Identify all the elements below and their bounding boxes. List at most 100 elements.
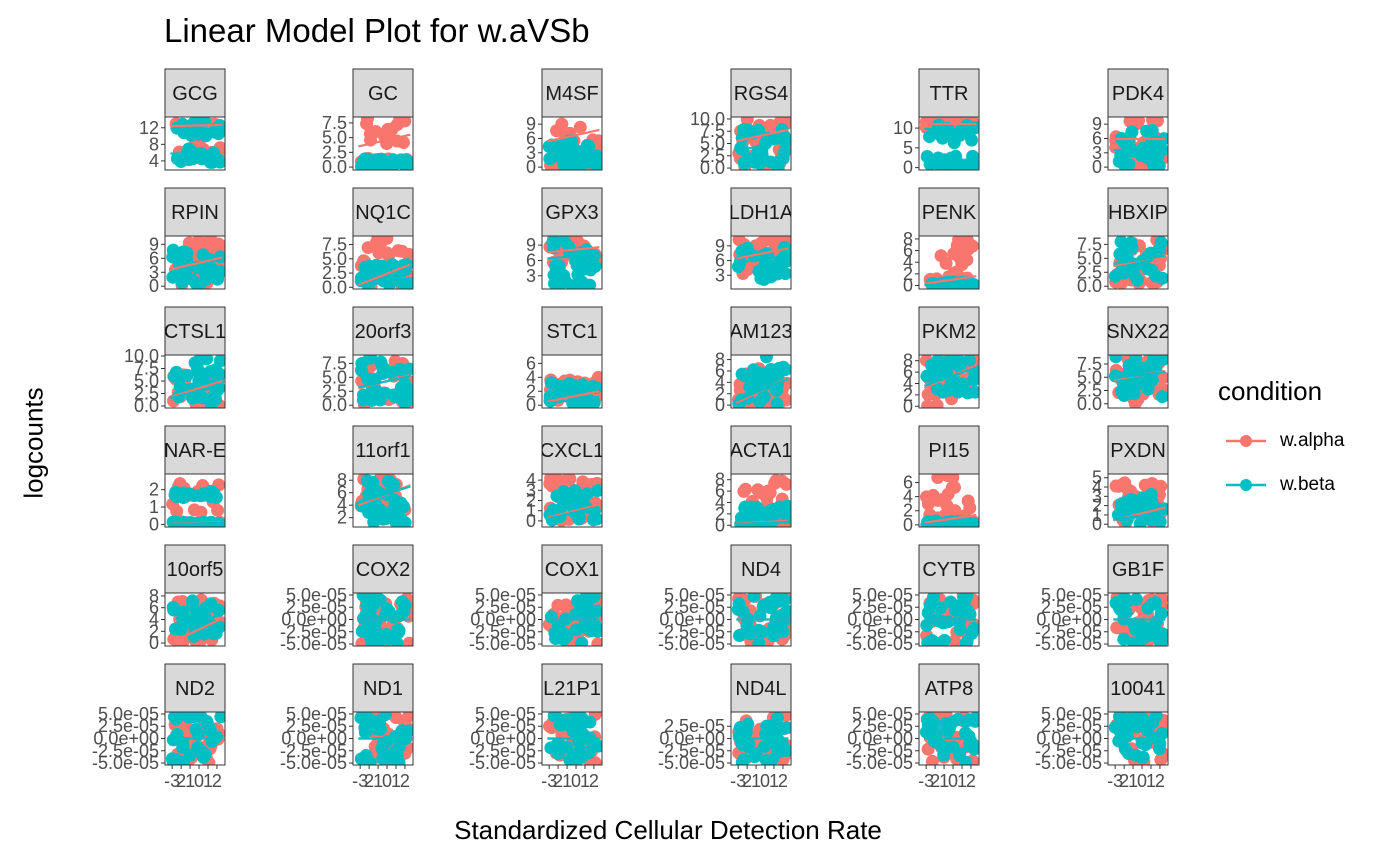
point-w-alpha	[398, 117, 412, 128]
y-tick-label: 0	[1092, 514, 1102, 534]
facet-panel: ND4-5.0e-05-2.5e-050.0e+002.5e-055.0e-05	[658, 544, 792, 654]
point-w-alpha	[1145, 477, 1159, 491]
facet-strip-label: GB1F	[1112, 559, 1164, 581]
x-tick-label: 1	[580, 771, 590, 791]
point-w-beta	[770, 610, 784, 624]
facet-strip: PXDN	[1107, 425, 1169, 475]
y-tick-label: 2.5e-05	[286, 597, 347, 617]
facet-strip-bg	[918, 663, 980, 713]
facet-strip: M4SF	[541, 68, 603, 118]
x-tick-label: 0	[760, 771, 770, 791]
fit-line-w-beta	[358, 277, 411, 288]
facet-strip: SNX22	[1107, 306, 1169, 356]
x-tick-label: -3	[352, 771, 368, 791]
point-w-beta	[380, 506, 394, 520]
y-tick-label: 0	[149, 276, 159, 296]
point-w-beta	[1150, 615, 1164, 629]
point-w-beta	[764, 363, 778, 377]
facet-strip-label: ND4	[741, 559, 781, 581]
panel-marks	[354, 474, 412, 527]
x-tick-label: 2	[966, 771, 976, 791]
panel-marks	[169, 117, 225, 169]
panel-marks	[166, 236, 225, 289]
point-w-beta	[391, 625, 405, 639]
point-w-beta	[1155, 726, 1168, 740]
facet-strip-label: PDK4	[1112, 83, 1164, 105]
y-tick-label: 1	[149, 497, 159, 517]
point-w-beta	[354, 363, 368, 377]
point-w-beta	[754, 366, 768, 380]
panel-marks	[165, 712, 225, 765]
point-w-beta	[355, 624, 369, 638]
point-w-beta	[966, 373, 979, 387]
panel-border	[352, 592, 414, 647]
point-w-beta	[962, 355, 976, 367]
fit-line-w-alpha	[736, 128, 789, 143]
point-w-beta	[758, 254, 772, 268]
panel-marks	[1109, 593, 1168, 646]
point-w-beta	[356, 388, 370, 402]
y-tick-label: 0	[526, 511, 536, 531]
point-w-beta	[369, 722, 383, 736]
legend-item-w-beta: w.beta	[1218, 465, 1335, 509]
point-w-beta	[957, 593, 971, 605]
point-w-beta	[397, 604, 411, 618]
point-w-beta	[547, 268, 561, 282]
point-w-alpha	[961, 494, 975, 508]
fit-line-w-beta	[736, 140, 789, 152]
facet-strip: 10orf5	[164, 544, 226, 594]
y-tick-label: 0.0e+00	[847, 729, 913, 749]
x-tick-label: -3	[541, 771, 557, 791]
y-tick-label: 8	[903, 351, 913, 371]
fit-line-w-beta	[170, 152, 223, 157]
y-tick-label: -5.0e-05	[658, 753, 725, 773]
facet-strip-label: LDH1A	[729, 202, 794, 224]
facet-strip-label: PI15	[928, 440, 969, 462]
y-tick-label: 3	[526, 266, 536, 286]
legend-key-w-beta	[1226, 479, 1266, 491]
facet-strip: PI15	[918, 425, 980, 475]
facet-strip-bg	[352, 187, 414, 237]
point-w-beta	[920, 618, 934, 632]
y-tick-label: 9	[526, 235, 536, 255]
y-tick-label: 8	[903, 229, 913, 249]
y-tick-label: 5.0	[322, 367, 347, 387]
point-w-beta	[212, 620, 225, 634]
point-w-beta	[586, 513, 600, 527]
y-tick-label: 10.0	[124, 346, 159, 366]
y-tick-label: 3	[526, 480, 536, 500]
y-tick-label: 2.5e-05	[1041, 716, 1102, 736]
y-tick-label: 0.0e+00	[281, 610, 347, 630]
y-tick-label: 5	[903, 138, 913, 158]
fit-line-w-beta	[736, 254, 789, 264]
point-w-beta	[763, 155, 777, 169]
y-tick-label: 0.0	[322, 157, 347, 177]
panel-border	[352, 473, 414, 528]
point-w-beta	[923, 157, 937, 170]
point-w-alpha	[930, 398, 944, 408]
facet-strip: RPIN	[164, 187, 226, 237]
y-tick-label: 8	[715, 470, 725, 490]
fit-line-w-beta	[170, 265, 223, 275]
panel-border	[541, 235, 603, 290]
y-tick-label: 5.0e-05	[286, 585, 347, 605]
y-tick-label: 4	[526, 367, 536, 387]
point-w-beta	[958, 726, 972, 740]
point-w-beta	[554, 137, 568, 151]
facet-strip-label: 10orf5	[167, 559, 224, 581]
point-w-beta	[942, 355, 956, 368]
y-tick-label: 9	[526, 114, 536, 134]
point-w-beta	[1136, 631, 1150, 645]
facet-strip-bg	[164, 544, 226, 594]
facet-strip-bg	[730, 68, 792, 118]
facet-strip-bg	[918, 68, 980, 118]
facet-strip-label: NAR-E	[164, 440, 226, 462]
fit-line-w-beta	[924, 127, 977, 131]
fit-line-w-beta	[358, 375, 411, 389]
y-tick-label: 4	[149, 151, 159, 171]
fit-line-w-alpha	[924, 275, 977, 285]
legend-item-w-alpha: w.alpha	[1218, 421, 1344, 465]
